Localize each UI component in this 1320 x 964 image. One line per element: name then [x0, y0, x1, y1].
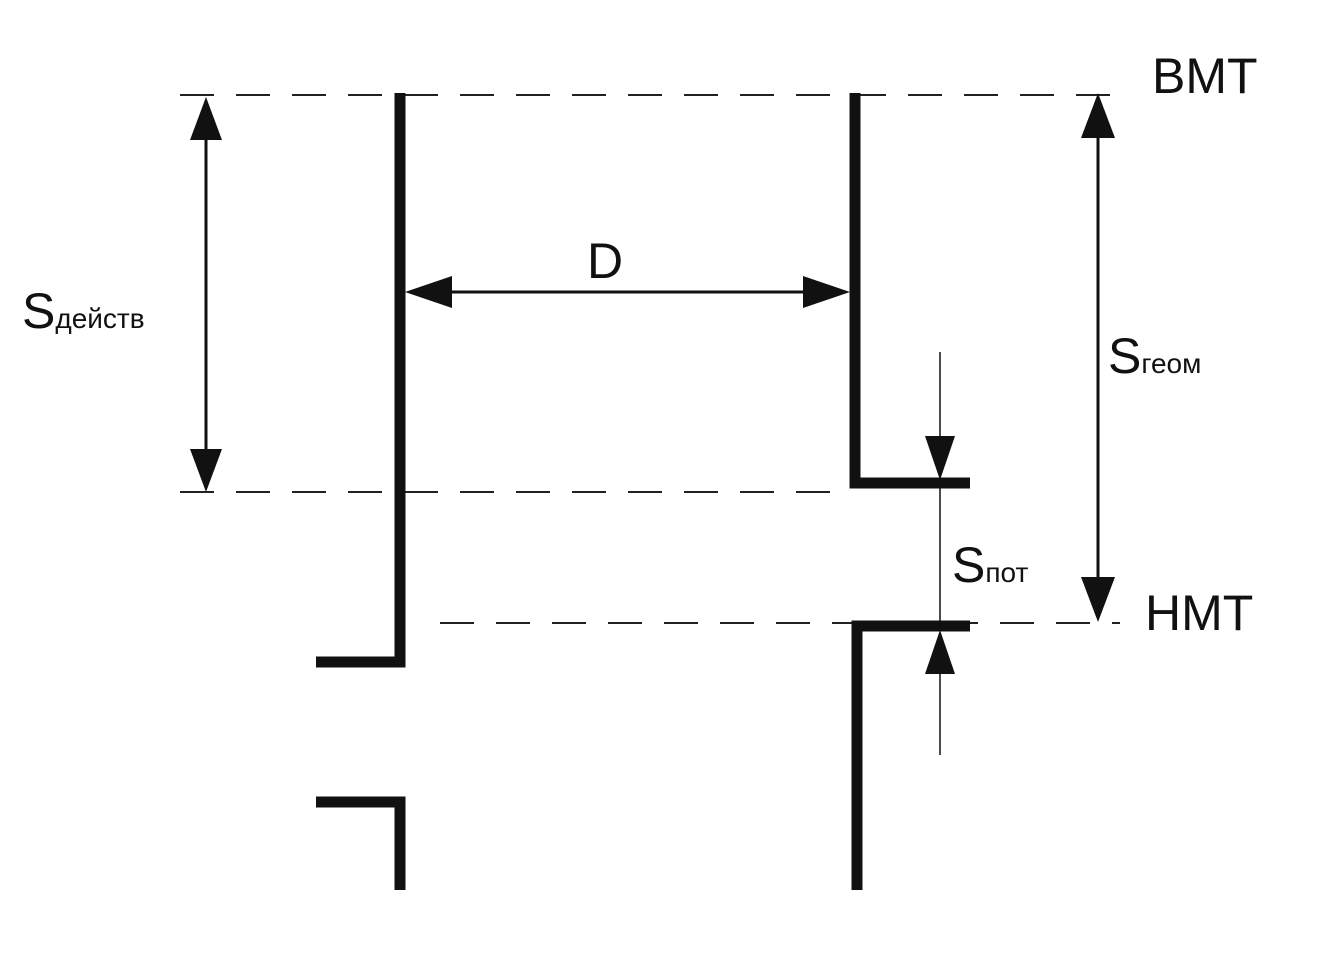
effective-stroke-label: Sдейств	[22, 283, 145, 339]
arrow-down-icon	[1081, 577, 1115, 622]
diameter-label: D	[587, 233, 623, 289]
diameter-dimension	[405, 276, 850, 308]
geometric-stroke-dimension	[1081, 93, 1115, 622]
left-cylinder-wall-upper	[316, 93, 406, 668]
arrow-left-icon	[405, 276, 452, 308]
arrow-up-icon	[190, 97, 222, 140]
arrow-right-icon	[803, 276, 850, 308]
arrow-up-icon	[1081, 93, 1115, 138]
arrow-up-icon	[925, 630, 955, 674]
effective-stroke-dimension	[190, 97, 222, 492]
tdc-label: ВМТ	[1152, 48, 1258, 104]
arrow-down-icon	[190, 449, 222, 492]
left-cylinder-wall-lower	[316, 796, 406, 890]
right-cylinder-wall-upper	[849, 93, 970, 489]
right-cylinder-wall-lower	[851, 620, 970, 890]
arrow-down-icon	[925, 436, 955, 480]
geometric-stroke-label: Sгеом	[1108, 328, 1201, 384]
lost-stroke-dimension	[925, 352, 955, 755]
bdc-label: НМТ	[1145, 585, 1253, 641]
lost-stroke-label: Sпот	[952, 537, 1028, 593]
